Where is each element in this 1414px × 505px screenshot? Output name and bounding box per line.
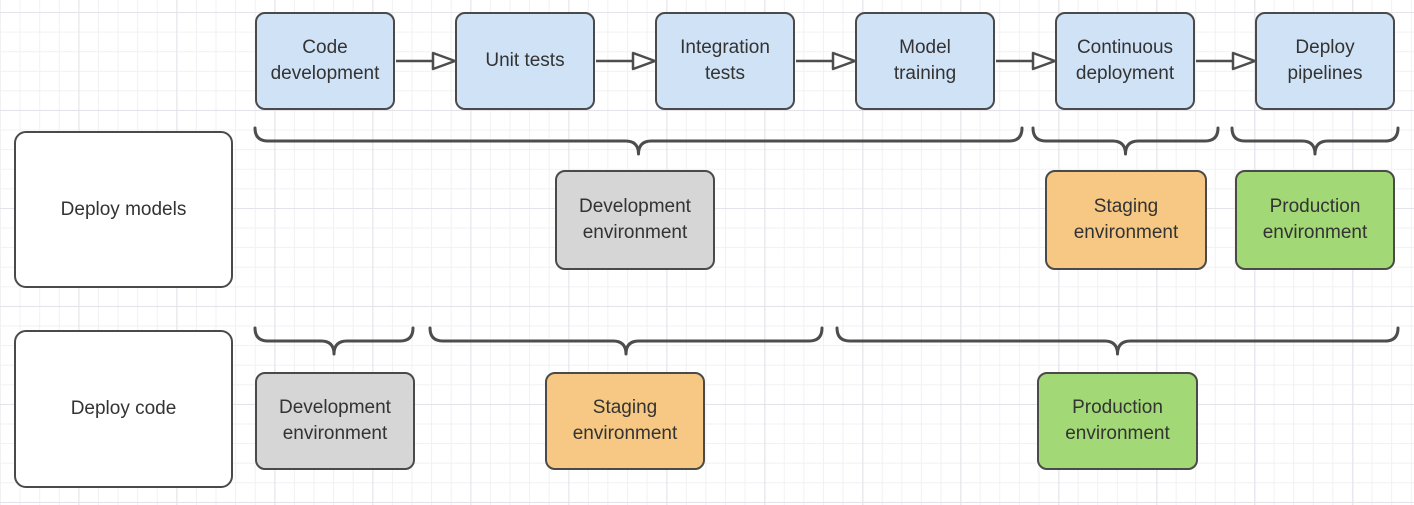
flow-step-continuous-deployment: Continuous deployment — [1055, 12, 1195, 110]
env-box-code-development: Development environment — [255, 372, 415, 470]
arrowhead-icon — [1031, 51, 1057, 71]
env-box-models-staging: Staging environment — [1045, 170, 1207, 270]
env-box-label: Production environment — [1262, 196, 1368, 243]
flow-step-label: Continuous deployment — [1075, 37, 1175, 84]
env-box-models-development: Development environment — [555, 170, 715, 270]
brace-deploy-models-production — [1230, 126, 1400, 156]
env-box-code-production: Production environment — [1037, 372, 1198, 470]
flow-step-unit-tests: Unit tests — [455, 12, 595, 110]
env-box-label: Development environment — [279, 397, 391, 444]
arrowhead-icon — [431, 51, 457, 71]
flow-arrow-connector — [596, 51, 657, 71]
flow-step-label: Code development — [270, 37, 380, 84]
brace-deploy-models-staging — [1031, 126, 1220, 156]
flow-step-label: Deploy pipelines — [1287, 37, 1363, 84]
flow-step-label: Model training — [893, 37, 957, 84]
env-box-code-staging: Staging environment — [545, 372, 705, 470]
env-box-models-production: Production environment — [1235, 170, 1395, 270]
flow-step-model-training: Model training — [855, 12, 995, 110]
flow-arrow-connector — [796, 51, 857, 71]
brace-deploy-code-staging — [428, 326, 824, 356]
flow-step-label: Integration tests — [680, 37, 770, 84]
row-label-deploy-code: Deploy code — [14, 330, 233, 488]
flow-step-integration-tests: Integration tests — [655, 12, 795, 110]
env-box-label: Staging environment — [572, 397, 678, 444]
flow-arrow-connector — [1196, 51, 1257, 71]
env-box-label: Production environment — [1065, 397, 1170, 444]
flow-arrow-connector — [996, 51, 1057, 71]
flow-arrow-connector — [396, 51, 457, 71]
row-label-deploy-models: Deploy models — [14, 131, 233, 288]
row-label-text: Deploy code — [70, 398, 177, 420]
flow-step-deploy-pipelines: Deploy pipelines — [1255, 12, 1395, 110]
env-box-label: Development environment — [579, 196, 691, 243]
flow-step-code-development: Code development — [255, 12, 395, 110]
arrowhead-icon — [1231, 51, 1257, 71]
brace-deploy-code-development — [253, 326, 415, 356]
arrowhead-icon — [631, 51, 657, 71]
brace-deploy-models-development — [253, 126, 1024, 156]
row-label-text: Deploy models — [60, 198, 187, 220]
env-box-label: Staging environment — [1073, 196, 1179, 243]
flow-step-label: Unit tests — [485, 50, 565, 72]
brace-deploy-code-production — [835, 326, 1400, 356]
arrowhead-icon — [831, 51, 857, 71]
